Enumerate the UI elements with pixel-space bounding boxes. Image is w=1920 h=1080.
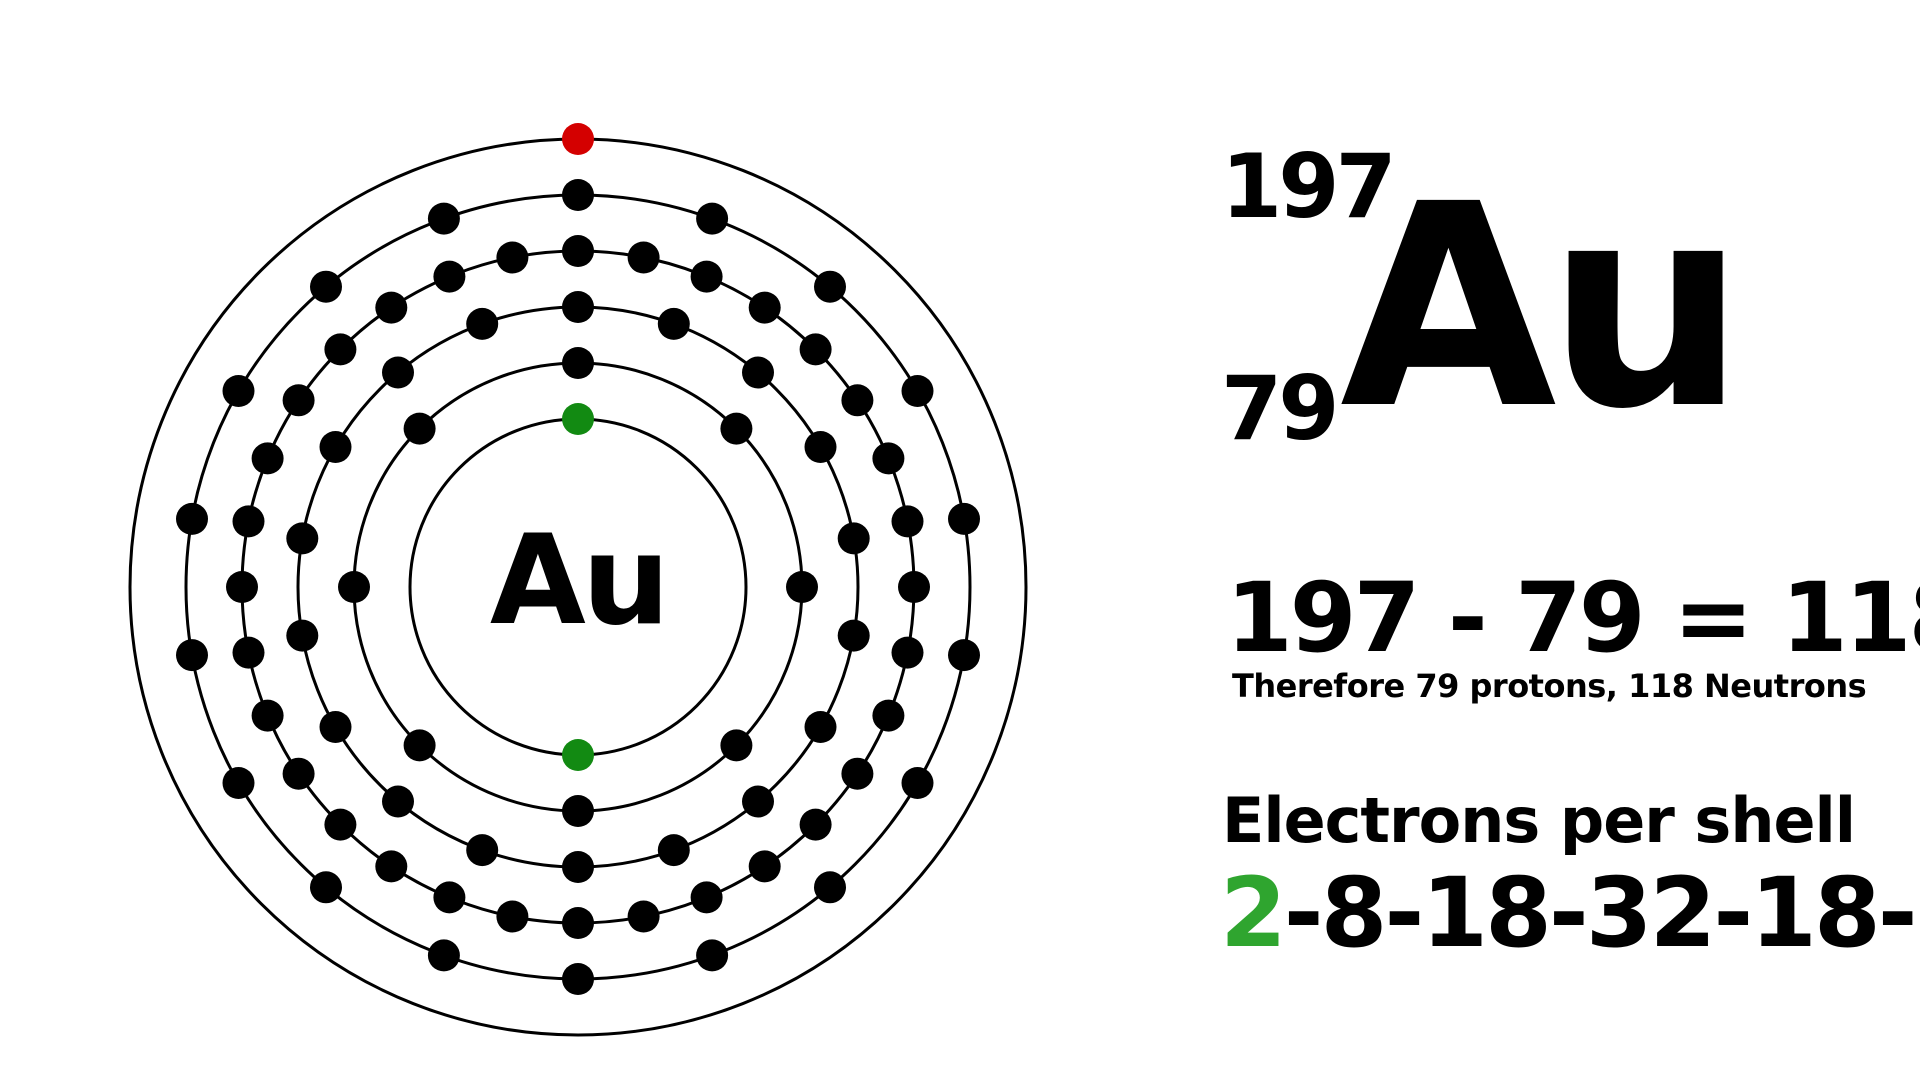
electron-shell-3: [804, 431, 837, 463]
electron-shell-4: [251, 442, 284, 475]
electron-shell-4: [841, 757, 874, 790]
electron-shell-5: [427, 939, 460, 972]
electron-shell-5: [222, 767, 255, 799]
neutron-explanation: Therefore 79 protons, 118 Neutrons: [1232, 667, 1867, 705]
electron-shell-5: [310, 270, 342, 303]
electron-shell-3: [286, 522, 319, 555]
electron-shell-4: [841, 384, 874, 417]
mass-number: 197: [1221, 135, 1397, 238]
electron-shell-4: [496, 241, 529, 274]
electron-shell-5: [901, 375, 934, 407]
electron-shell-3: [742, 356, 774, 389]
electron-shell-4: [496, 900, 529, 933]
electron-shell-4: [627, 900, 660, 933]
electron-shell-4: [898, 571, 930, 603]
electron-shell-3: [837, 522, 870, 555]
electron-shell-5: [814, 270, 846, 303]
electron-shell-5: [562, 963, 594, 995]
electron-shell-3: [382, 785, 414, 818]
electron-shell-5: [310, 871, 342, 904]
electron-shell-3: [319, 711, 352, 743]
electron-shell-3: [742, 785, 774, 818]
electron-shell-4: [282, 757, 315, 790]
electron-shell-4: [433, 881, 466, 914]
electron-shell-2: [720, 729, 753, 762]
electron-shell-4: [324, 808, 357, 841]
electron-shell-5: [222, 375, 255, 407]
electron-shell-3: [562, 291, 594, 323]
electron-shell-2: [562, 795, 594, 827]
electron-shell-4: [799, 808, 832, 841]
electron-shell-3: [657, 834, 690, 867]
electron-shell-3: [286, 619, 319, 652]
electron-shell-5: [176, 639, 208, 672]
neutron-equation: 197 - 79 = 118: [1226, 562, 1920, 674]
electron-shell-4: [562, 235, 594, 267]
shell-count-first: 2: [1220, 857, 1287, 969]
electron-configuration: 2-8-18-32-18-1: [1220, 865, 1920, 961]
nucleus-symbol: Au: [490, 509, 666, 653]
electron-shell-2: [720, 412, 753, 445]
electron-shell-2: [403, 412, 436, 445]
electron-shell-4: [562, 907, 594, 939]
electron-shell-2: [403, 729, 436, 762]
electron-shell-4: [891, 636, 924, 669]
electron-shell-1: [562, 739, 594, 771]
electron-shell-4: [872, 442, 905, 475]
electron-shell-5: [176, 502, 208, 535]
electron-shell-4: [232, 636, 265, 669]
electron-shell-4: [627, 241, 660, 274]
electron-shell-3: [382, 356, 414, 389]
electron-shell-5: [562, 179, 594, 211]
shell-count-last: 1: [1915, 857, 1920, 969]
electrons-per-shell-title: Electrons per shell: [1222, 784, 1856, 857]
electron-shell-1: [562, 403, 594, 435]
electron-shell-4: [872, 699, 905, 732]
electron-shell-2: [338, 571, 370, 603]
electron-shell-4: [748, 291, 781, 324]
electron-shell-6: [562, 123, 594, 155]
electron-shell-3: [466, 834, 499, 867]
electron-shell-4: [232, 505, 265, 538]
electron-shell-4: [690, 881, 723, 914]
electron-shell-2: [786, 571, 818, 603]
electron-shell-4: [375, 850, 408, 883]
electron-shell-3: [657, 307, 690, 340]
electron-shell-4: [251, 699, 284, 732]
shell-count-middle: -8-18-32-18-: [1283, 857, 1918, 969]
electron-shell-5: [696, 939, 729, 972]
electron-shell-5: [814, 871, 846, 904]
electron-shell-5: [901, 767, 934, 799]
electron-shell-4: [282, 384, 315, 417]
electron-shell-4: [324, 333, 357, 366]
electron-shell-3: [837, 619, 870, 652]
electron-shell-4: [891, 505, 924, 538]
element-symbol: Au: [1340, 145, 1746, 471]
electron-shell-4: [799, 333, 832, 366]
electron-shell-5: [427, 202, 460, 235]
electron-shell-4: [375, 291, 408, 324]
electron-shell-5: [696, 202, 729, 235]
electron-shell-4: [748, 850, 781, 883]
electron-shell-5: [948, 639, 980, 672]
electron-shell-3: [804, 711, 837, 743]
electron-shell-5: [948, 502, 980, 535]
electron-shell-3: [466, 307, 499, 340]
electron-shell-2: [562, 347, 594, 379]
electron-shell-4: [433, 260, 466, 293]
atomic-number: 79: [1221, 357, 1339, 460]
electron-shell-3: [319, 431, 352, 463]
electron-shell-4: [690, 260, 723, 293]
electron-shell-3: [562, 851, 594, 883]
electron-shell-4: [226, 571, 258, 603]
